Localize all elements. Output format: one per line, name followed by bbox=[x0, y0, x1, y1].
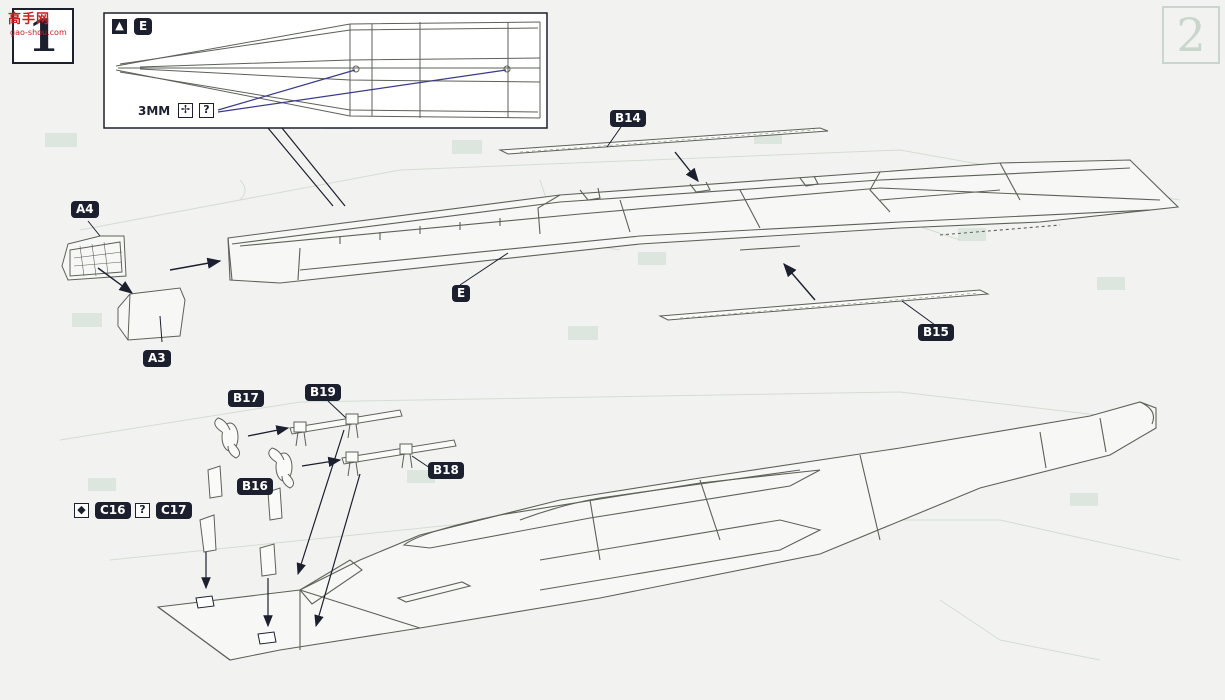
shaft-b19 bbox=[289, 409, 403, 447]
question-icon: ? bbox=[199, 103, 214, 118]
site-url: gao-shou.com bbox=[10, 28, 67, 37]
step-number: 1 bbox=[28, 11, 59, 62]
warning-triangle-icon: ▲ bbox=[112, 19, 127, 34]
shaft-b18 bbox=[341, 439, 457, 477]
site-watermark: 高手网 gao-shou.com bbox=[8, 6, 76, 64]
label-a4: A4 bbox=[71, 201, 99, 218]
part-a4 bbox=[61, 235, 127, 281]
part-a3 bbox=[117, 287, 186, 343]
label-b17: B17 bbox=[228, 390, 264, 407]
question-icon-c: ? bbox=[135, 503, 150, 518]
part-b15-rail bbox=[658, 289, 990, 321]
step-number-box: 1 bbox=[12, 8, 74, 64]
label-c17: C17 bbox=[156, 502, 192, 519]
label-c16: C16 bbox=[95, 502, 131, 519]
drill-hole-icon: ✢ bbox=[178, 103, 193, 118]
hull-lower bbox=[156, 401, 1157, 661]
hull-upper-part-e bbox=[227, 159, 1180, 284]
label-a3: A3 bbox=[143, 350, 171, 367]
site-name: 高手网 bbox=[8, 12, 51, 27]
label-b16: B16 bbox=[237, 478, 273, 495]
label-b19: B19 bbox=[305, 384, 341, 401]
callout-part-label: E bbox=[134, 18, 153, 35]
propeller-b16 bbox=[268, 447, 294, 489]
ghost-step-number: 2 bbox=[1162, 6, 1220, 64]
label-e: E bbox=[452, 285, 471, 302]
hull-bottom-plan bbox=[115, 21, 541, 119]
rudder-parts bbox=[199, 465, 283, 577]
rudder-slots bbox=[195, 595, 277, 645]
drill-size-label: 3MM bbox=[138, 104, 171, 118]
choice-diamond-icon: ◆ bbox=[74, 503, 89, 518]
label-b15: B15 bbox=[918, 324, 954, 341]
propeller-b17 bbox=[214, 417, 240, 459]
label-b18: B18 bbox=[428, 462, 464, 479]
label-b14: B14 bbox=[610, 110, 646, 127]
